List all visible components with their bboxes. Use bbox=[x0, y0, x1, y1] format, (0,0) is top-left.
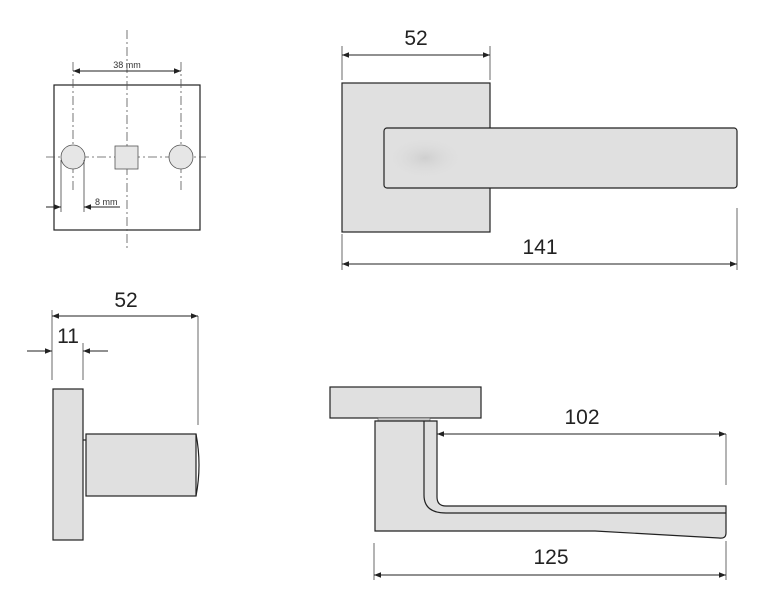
rose-width-label: 52 bbox=[404, 27, 427, 50]
grip-length-label: 102 bbox=[564, 406, 599, 429]
handle-top-view: 52 141 bbox=[341, 27, 738, 270]
handle-profile-view: 102 125 bbox=[329, 386, 727, 580]
edge bbox=[423, 421, 726, 514]
rose-thickness-label: 11 bbox=[57, 325, 79, 348]
spindle-square bbox=[114, 145, 139, 170]
rose-front-view: 38 mm 8 mm bbox=[46, 30, 206, 250]
rose-side bbox=[52, 388, 84, 541]
spindle-collar bbox=[85, 433, 197, 497]
screw-hole-right bbox=[168, 144, 194, 170]
projection-label: 52 bbox=[114, 289, 137, 312]
edge bbox=[195, 433, 200, 497]
offset-label: 8 mm bbox=[95, 197, 118, 207]
screw-hole-left bbox=[60, 144, 86, 170]
handle-side-view: 52 11 bbox=[27, 289, 200, 541]
overall-length-label: 125 bbox=[533, 546, 568, 569]
rose-profile bbox=[329, 386, 482, 419]
hole-spacing-label: 38 mm bbox=[113, 60, 141, 70]
shading bbox=[385, 136, 465, 180]
lever-grip bbox=[383, 127, 738, 189]
lever-profile bbox=[374, 420, 727, 539]
total-length-label: 141 bbox=[522, 236, 557, 259]
